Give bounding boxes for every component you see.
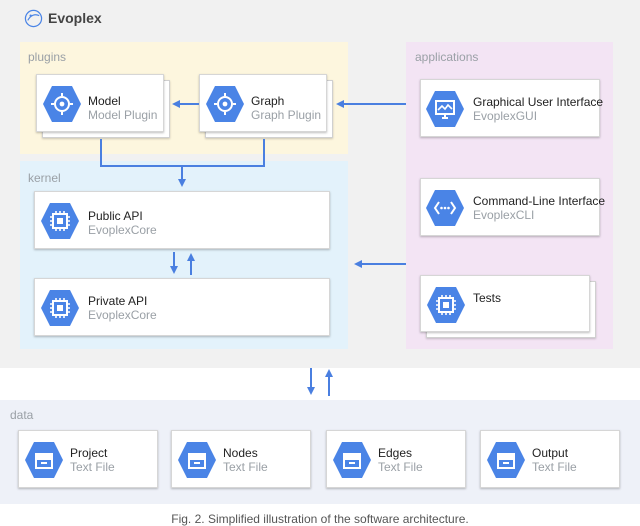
private-api-title: Private API <box>88 294 148 308</box>
storage-icon <box>176 439 218 481</box>
private-api-card[interactable]: Private API EvoplexCore <box>34 278 330 336</box>
project-title: Project <box>70 446 108 460</box>
output-subtitle: Text File <box>532 460 577 474</box>
nodes-subtitle: Text File <box>223 460 268 474</box>
gui-card[interactable]: Graphical User Interface EvoplexGUI <box>420 79 604 137</box>
plugin-icon <box>41 83 83 125</box>
edges-subtitle: Text File <box>378 460 423 474</box>
model-card[interactable]: Model Model Plugin <box>36 74 164 132</box>
output-card[interactable]: Output Text File <box>480 430 620 488</box>
data-label: data <box>10 408 34 422</box>
model-subtitle: Model Plugin <box>88 108 158 122</box>
gui-subtitle: EvoplexGUI <box>473 109 538 123</box>
figure-caption: Fig. 2. Simplified illustration of the s… <box>171 512 469 526</box>
applications-label: applications <box>415 50 479 64</box>
terminal-icon <box>424 187 466 229</box>
globe-icon <box>24 9 43 28</box>
nodes-card[interactable]: Nodes Text File <box>171 430 311 488</box>
nodes-title: Nodes <box>223 446 258 460</box>
project-card[interactable]: Project Text File <box>18 430 158 488</box>
plugins-label: plugins <box>28 50 67 64</box>
edges-title: Edges <box>378 446 413 460</box>
cli-title: Command-Line Interface <box>473 194 606 208</box>
gui-title: Graphical User Interface <box>473 95 604 109</box>
private-api-subtitle: EvoplexCore <box>88 308 157 322</box>
public-api-subtitle: EvoplexCore <box>88 223 157 237</box>
chip-icon <box>425 284 467 326</box>
tests-title: Tests <box>473 291 502 305</box>
storage-icon <box>23 439 65 481</box>
chip-icon <box>39 200 81 242</box>
model-title: Model <box>88 94 121 108</box>
edges-card[interactable]: Edges Text File <box>326 430 466 488</box>
tests-card[interactable]: Tests <box>420 275 590 332</box>
chip-icon <box>39 287 81 329</box>
output-title: Output <box>532 446 569 460</box>
graph-subtitle: Graph Plugin <box>251 108 322 122</box>
cli-subtitle: EvoplexCLI <box>473 208 535 222</box>
monitor-icon <box>424 88 466 130</box>
project-subtitle: Text File <box>70 460 115 474</box>
graph-card[interactable]: Graph Graph Plugin <box>199 74 327 132</box>
cli-card[interactable]: Command-Line Interface EvoplexCLI <box>420 178 605 236</box>
storage-icon <box>485 439 527 481</box>
public-api-title: Public API <box>88 209 143 223</box>
kernel-label: kernel <box>28 171 61 185</box>
graph-title: Graph <box>251 94 285 108</box>
storage-icon <box>331 439 373 481</box>
arrow-plugins-to-public-api <box>100 139 265 185</box>
app-title: Evoplex <box>48 10 102 26</box>
plugin-icon <box>204 83 246 125</box>
